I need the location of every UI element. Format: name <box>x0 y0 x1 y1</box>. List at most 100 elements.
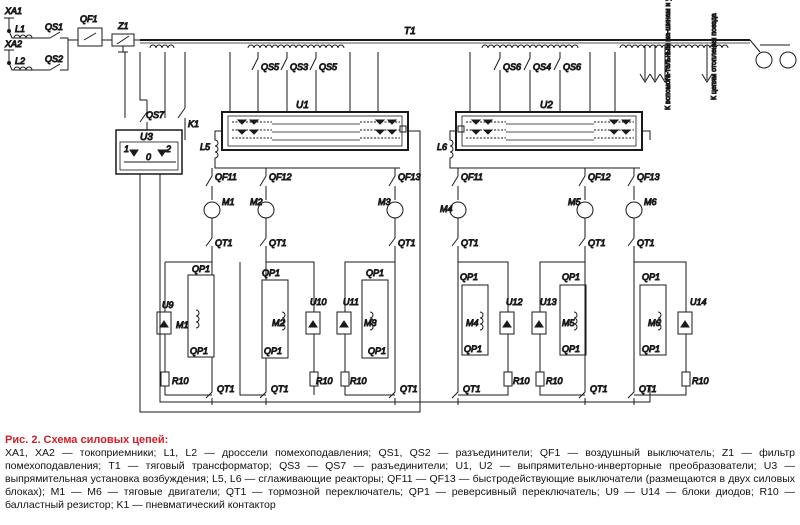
pantograph-xa1 <box>4 17 14 33</box>
disconnector-qs7 <box>139 100 148 130</box>
label-u10: U10 <box>310 297 327 307</box>
reactor-l5 <box>214 130 400 169</box>
caption-title: Рис. 2. Схема силовых цепей: <box>5 434 169 446</box>
label-z1: Z1 <box>117 21 129 31</box>
label-k1: K1 <box>188 119 199 129</box>
label-qt1-m6: QT1 <box>637 238 655 248</box>
label-m3-field: M3 <box>364 318 377 328</box>
label-qp1-m5-b: QP1 <box>562 344 580 354</box>
label-qf11-a: QF11 <box>215 172 237 182</box>
motor-branch-m1 <box>156 168 221 405</box>
label-u2: U2 <box>540 100 553 111</box>
label-u14: U14 <box>690 297 707 307</box>
pantograph-xa2 <box>4 49 14 65</box>
label-qt1-m4: QT1 <box>461 238 479 248</box>
label-qs1: QS1 <box>45 22 63 32</box>
label-qt1-m4-b: QT1 <box>463 384 481 394</box>
disconnector-qs2 <box>42 63 68 71</box>
choke-l1 <box>8 30 42 39</box>
label-qs2: QS2 <box>45 54 63 64</box>
label-xa1: XA1 <box>4 6 22 16</box>
converter-u2 <box>455 111 643 151</box>
label-qp1-m3-b: QP1 <box>368 346 386 356</box>
motor-branch-m3 <box>336 168 404 405</box>
u3-pin-1: 1 <box>124 144 129 154</box>
label-l1: L1 <box>15 24 25 34</box>
figure-caption: Рис. 2. Схема силовых цепей: XA1, XA2 — … <box>5 434 795 522</box>
label-m5-field: M5 <box>562 318 575 328</box>
label-m5: M5 <box>568 197 581 207</box>
aux-outputs <box>639 45 713 83</box>
label-qp1-m4-b: QP1 <box>464 344 482 354</box>
motor-branch-m5 <box>531 168 594 405</box>
label-qp1-m1-b: QP1 <box>190 346 208 356</box>
label-l6: L6 <box>437 142 447 152</box>
label-u12: U12 <box>506 297 523 307</box>
contactor-k1 <box>177 107 186 140</box>
label-qf12-a: QF12 <box>269 172 292 182</box>
label-qs6-a: QS6 <box>503 62 521 72</box>
label-r10-m3: R10 <box>350 376 367 386</box>
label-qp1-m4: QP1 <box>460 272 478 282</box>
label-r10-m6: R10 <box>692 376 709 386</box>
label-r10-m4: R10 <box>513 376 530 386</box>
label-qt1-m5-b: QT1 <box>590 384 608 394</box>
label-u9: U9 <box>162 300 174 310</box>
label-m6: M6 <box>644 197 657 207</box>
label-qt1-m3-b: QT1 <box>400 384 418 394</box>
label-qp1-m5: QP1 <box>562 272 580 282</box>
label-qf13-b: QF13 <box>637 172 660 182</box>
label-m6-field: M6 <box>648 318 661 328</box>
u3-pin-2: 2 <box>165 144 171 154</box>
caption-body: XA1, XA2 — токоприемники; L1, L2 — дросс… <box>5 447 795 511</box>
filter-z1 <box>111 33 135 53</box>
label-qt1-m3: QT1 <box>398 238 416 248</box>
label-u3: U3 <box>140 132 153 143</box>
converter-u1 <box>221 111 409 151</box>
label-u11: U11 <box>343 297 359 307</box>
label-qf13-a: QF13 <box>398 172 421 182</box>
label-qs3: QS3 <box>290 62 308 72</box>
label-qt1-m5: QT1 <box>588 238 606 248</box>
label-m4: M4 <box>440 204 453 214</box>
label-m3: M3 <box>378 197 391 207</box>
motor-branch-m6 <box>625 168 693 405</box>
power-circuit-diagram: XA1 XA2 L1 L2 QS1 QS2 <box>4 0 797 413</box>
disconnector-qs1 <box>42 31 68 39</box>
label-qp1-m3: QP1 <box>366 268 384 278</box>
label-qp1-m1: QP1 <box>192 264 210 274</box>
label-qs4: QS4 <box>533 62 551 72</box>
motor-branch-m2 <box>239 168 321 405</box>
label-t1: T1 <box>404 26 416 37</box>
label-m2: M2 <box>250 197 263 207</box>
label-m4-field: M4 <box>466 318 479 328</box>
main-breaker-qf1 <box>77 27 103 47</box>
label-qs5-b: QS5 <box>319 62 338 72</box>
label-qp1-m6-b: QP1 <box>642 344 660 354</box>
label-m1-field: M1 <box>176 320 189 330</box>
label-qp1-m6: QP1 <box>642 272 660 282</box>
disconnectors-u1 <box>229 52 379 112</box>
label-l2: L2 <box>15 56 25 66</box>
label-qs5-a: QS5 <box>261 62 280 72</box>
label-aux-machines: К вспомога-тельным ма-шинам и уст-ройств… <box>664 0 672 110</box>
label-qs6-b: QS6 <box>563 62 581 72</box>
label-r10-m1: R10 <box>172 376 189 386</box>
label-qf11-b: QF11 <box>461 172 483 182</box>
label-heating: К цепям отопления поезда <box>711 13 718 100</box>
label-qt1-m1: QT1 <box>215 238 233 248</box>
wheelset-ground <box>749 39 797 69</box>
label-u13: U13 <box>540 297 557 307</box>
label-m1: M1 <box>222 197 235 207</box>
label-qf1: QF1 <box>80 14 98 24</box>
label-l5: L5 <box>200 142 211 152</box>
label-qp1-m2: QP1 <box>262 268 280 278</box>
exciter-u3 <box>115 129 183 175</box>
label-r10-m5: R10 <box>546 376 563 386</box>
label-qf12-b: QF12 <box>588 172 611 182</box>
label-m2-field: M2 <box>272 318 285 328</box>
u3-pin-0: 0 <box>146 152 151 162</box>
disconnectors-u2 <box>469 52 616 112</box>
label-qs7: QS7 <box>146 110 165 120</box>
